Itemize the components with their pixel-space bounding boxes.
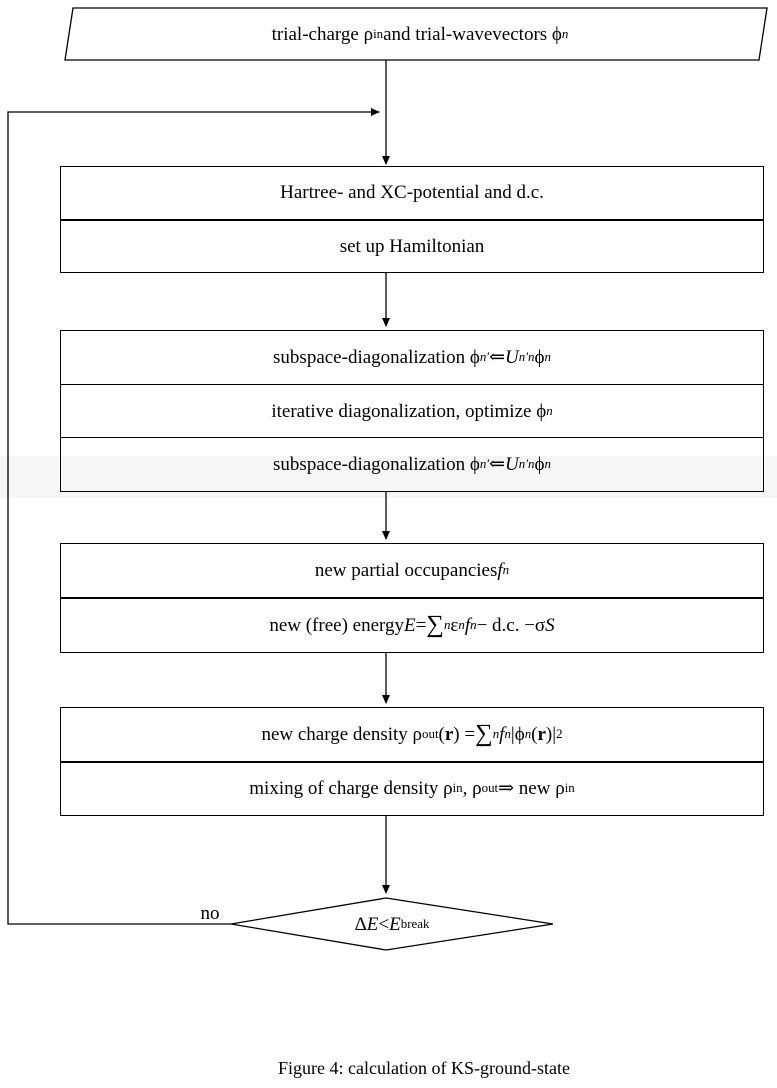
no-branch-label: no [200,903,220,924]
step-hartree-xc-potential: Hartree- and XC-potential and d.c. [280,182,544,204]
arrow-no-feedback-loop [7,108,380,925]
decision-diamond [230,897,554,951]
step-setup-hamiltonian: set up Hamiltonian [61,218,763,273]
process-box-potential-hamiltonian: Hartree- and XC-potential and d.c. set u… [60,166,764,273]
start-parallelogram [64,7,768,61]
figure-caption: Figure 4: calculation of KS-ground-state [278,1058,570,1078]
